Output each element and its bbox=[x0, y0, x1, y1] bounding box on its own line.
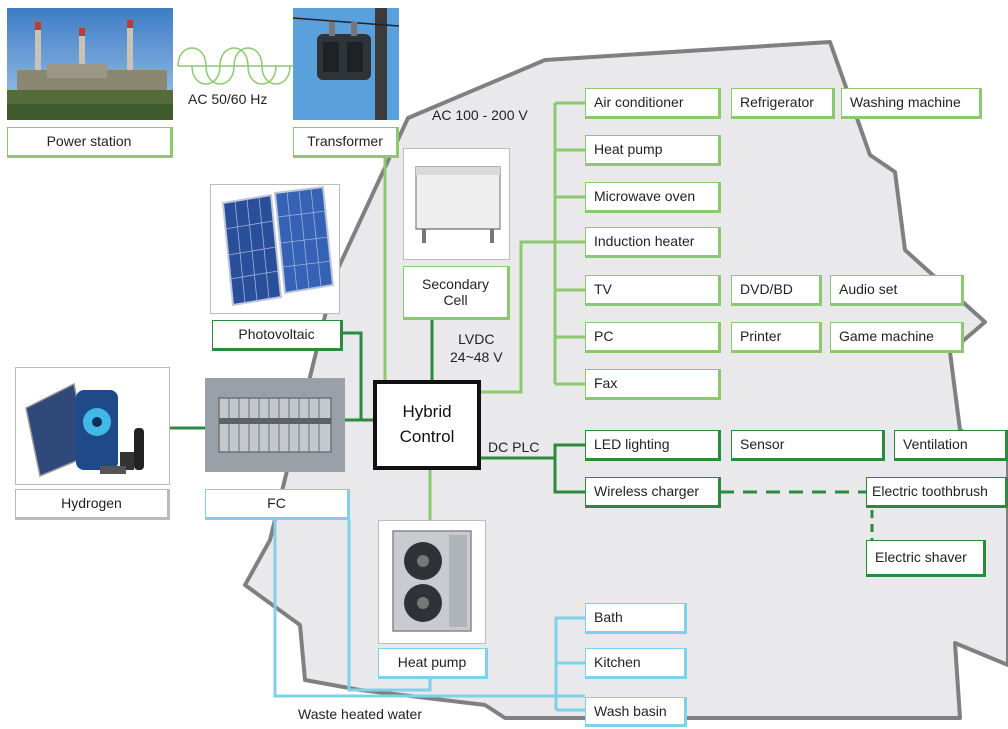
appliance-pc: PC bbox=[585, 322, 721, 353]
device-electric-toothbrush: Electric toothbrush bbox=[866, 477, 1008, 508]
appliance-air-conditioner: Air conditioner bbox=[585, 88, 721, 119]
wire-lvdc-bus bbox=[481, 240, 555, 394]
device-sensor: Sensor bbox=[731, 430, 885, 461]
dc-plc-label: DC PLC bbox=[488, 439, 540, 455]
outlet-kitchen: Kitchen bbox=[585, 648, 687, 679]
appliance-tv: TV bbox=[585, 275, 721, 306]
device-electric-shaver: Electric shaver bbox=[866, 540, 986, 577]
wire-waste-water bbox=[273, 520, 420, 698]
fuel-cell-photo bbox=[205, 378, 345, 472]
appliance-printer: Printer bbox=[731, 322, 822, 353]
power-station-label: Power station bbox=[7, 127, 173, 158]
appliance-fax: Fax bbox=[585, 369, 721, 400]
hybrid-control-line1: Hybrid bbox=[402, 402, 452, 422]
coil-icon bbox=[177, 47, 293, 85]
appliance-washing-machine: Washing machine bbox=[841, 88, 982, 119]
outlet-bath: Bath bbox=[585, 603, 687, 634]
device-wireless-charger: Wireless charger bbox=[585, 477, 721, 508]
hybrid-control-box: Hybrid Control bbox=[373, 380, 481, 470]
hybrid-control-line2: Control bbox=[399, 427, 455, 446]
photovoltaic-label: Photovoltaic bbox=[212, 320, 343, 351]
ac-frequency-label: AC 50/60 Hz bbox=[188, 91, 268, 107]
solar-panel-photo bbox=[210, 184, 340, 314]
appliance-game-machine: Game machine bbox=[830, 322, 964, 353]
lvdc-label: LVDC 24~48 V bbox=[450, 330, 503, 366]
wire-dc-plc-bus bbox=[481, 443, 585, 460]
hydrogen-tank-photo bbox=[15, 367, 170, 485]
secondary-cell-line1: Secondary bbox=[422, 275, 489, 292]
hydrogen-label: Hydrogen bbox=[15, 489, 170, 520]
transformer-label: Transformer bbox=[293, 127, 399, 158]
power-station-photo bbox=[7, 8, 173, 120]
secondary-cell-line2: Cell bbox=[443, 292, 468, 308]
appliance-audio-set: Audio set bbox=[830, 275, 964, 306]
fc-label: FC bbox=[205, 489, 350, 520]
device-ventilation: Ventilation bbox=[894, 430, 1008, 461]
outlet-wash-basin: Wash basin bbox=[585, 697, 687, 727]
lvdc-line2: 24~48 V bbox=[450, 349, 503, 366]
battery-cabinet-photo bbox=[403, 148, 510, 260]
waste-water-label: Waste heated water bbox=[298, 706, 422, 722]
appliance-heat-pump: Heat pump bbox=[585, 135, 721, 166]
appliance-refrigerator: Refrigerator bbox=[731, 88, 835, 119]
appliance-induction-heater: Induction heater bbox=[585, 227, 721, 258]
lvdc-line1: LVDC bbox=[458, 331, 495, 347]
appliance-dvd-bd: DVD/BD bbox=[731, 275, 822, 306]
heat-pump-unit-label: Heat pump bbox=[378, 648, 488, 679]
device-led-lighting: LED lighting bbox=[585, 430, 721, 461]
transformer-photo bbox=[293, 8, 399, 120]
secondary-cell-label: Secondary Cell bbox=[403, 266, 510, 320]
heat-pump-photo bbox=[378, 520, 486, 644]
ac-voltage-label: AC 100 - 200 V bbox=[432, 107, 528, 123]
appliance-microwave-oven: Microwave oven bbox=[585, 182, 721, 213]
wire-water-bus bbox=[554, 616, 585, 710]
